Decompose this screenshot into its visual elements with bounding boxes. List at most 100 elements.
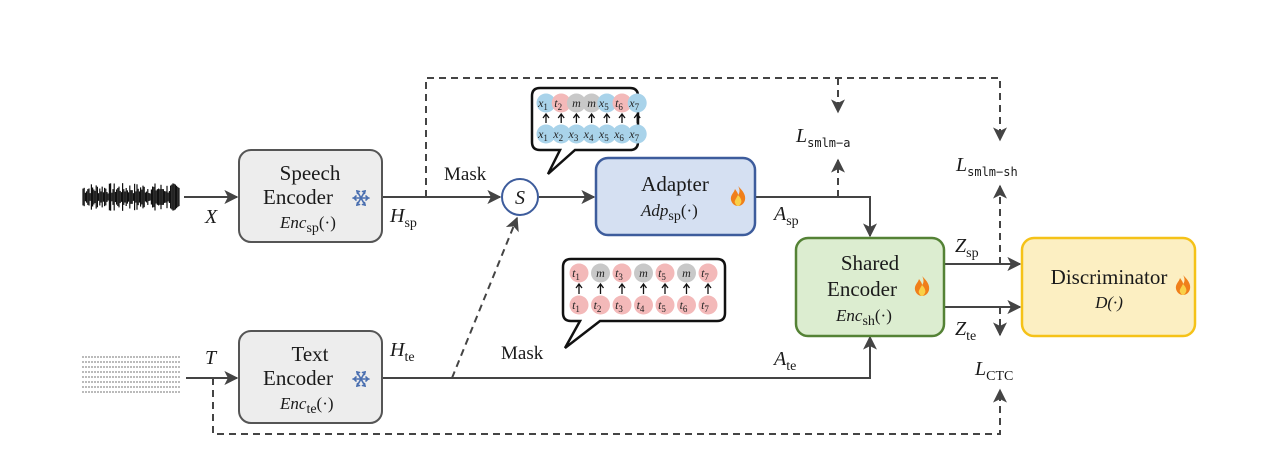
svg-text:m: m (639, 266, 648, 280)
shared-encoder-box: Shared Encoder Encsh(·) (794, 236, 946, 338)
token-arrow (682, 282, 691, 294)
connections (184, 190, 1022, 385)
text_bubble-top-token: t1 (569, 263, 589, 283)
svg-text:m: m (682, 266, 691, 280)
svg-text:x1: x1 (537, 96, 548, 112)
text_bubble-top-token: t3 (612, 263, 632, 283)
switch-node: S (501, 178, 539, 216)
label-asp: Asp (772, 203, 799, 229)
svg-text:t3: t3 (615, 266, 623, 282)
svg-text:t4: t4 (637, 298, 645, 314)
label-zsp: Zsp (955, 235, 979, 261)
label-lctc: LCTC (974, 358, 1013, 384)
speech-encoder-line2: Encoder (263, 185, 333, 209)
text_bubble-bottom-token: t7 (698, 295, 718, 315)
token-arrow (557, 112, 565, 123)
speech_bubble-bottom-token: x1 (536, 124, 556, 144)
document-icon (82, 356, 180, 393)
svg-text:t2: t2 (554, 96, 562, 112)
speech_bubble-top-token: m (566, 93, 586, 113)
speech_bubble-top-token: x1 (536, 93, 556, 113)
label-lsmlm-a: Lsmlm−a (795, 125, 850, 150)
mask-bottom-label: Mask (501, 343, 544, 364)
hte-to-s-dashed (451, 216, 519, 379)
svg-text:t1: t1 (572, 266, 580, 282)
speech_bubble-bottom-token: x2 (551, 124, 571, 144)
svg-text:t7: t7 (701, 266, 709, 282)
svg-text:m: m (587, 96, 596, 110)
text-encoder-func: Encte(·) (279, 394, 334, 417)
text_bubble-top-token: m (634, 263, 653, 283)
adapter-box: Adapter Adpsp(·) (594, 156, 757, 237)
speech_bubble-bottom-token: x3 (566, 124, 586, 144)
shared-encoder-line1: Shared (841, 251, 900, 275)
svg-text:x6: x6 (613, 127, 624, 143)
text_bubble-bottom-token: t4 (634, 295, 653, 315)
text_bubble-top-token: m (591, 263, 610, 283)
speech_bubble-top-token: x5 (597, 93, 617, 113)
svg-text:t5: t5 (658, 266, 666, 282)
bottom-dashed-loop (212, 378, 1007, 435)
token-arrow (661, 282, 669, 294)
label-zte: Zte (955, 318, 976, 344)
svg-text:x7: x7 (628, 96, 639, 112)
text_bubble-top-token: t5 (655, 263, 675, 283)
speech_bubble-bottom-token: x7 (627, 124, 647, 144)
label-x: X (204, 206, 218, 228)
speech_bubble-bottom-token: x6 (612, 124, 632, 144)
token-arrow (542, 112, 550, 123)
discriminator-box: Discriminator D(·) (1020, 236, 1197, 338)
dashed-connections (212, 77, 1007, 435)
svg-text:x2: x2 (552, 127, 563, 143)
label-lsmlm-sh: Lsmlm−sh (955, 154, 1018, 179)
discriminator-title: Discriminator (1051, 265, 1168, 289)
svg-text:t7: t7 (701, 298, 709, 314)
token-arrow (596, 282, 605, 294)
svg-text:x7: x7 (628, 127, 639, 143)
speech_bubble-top-token: m (582, 93, 602, 113)
svg-text:m: m (572, 96, 581, 110)
text_bubble-top-token: t7 (698, 263, 718, 283)
svg-text:t3: t3 (615, 298, 623, 314)
text-encoder-line1: Text (291, 342, 328, 366)
speech-encoder-box: Speech Encoder Encsp(·) (238, 149, 383, 243)
svg-text:x4: x4 (583, 127, 594, 143)
switch-label: S (515, 187, 525, 209)
token-arrow (633, 112, 641, 123)
mask-top-label: Mask (444, 164, 487, 185)
token-arrow (603, 112, 611, 123)
svg-text:t2: t2 (594, 298, 602, 314)
shared-encoder-func: Encsh(·) (835, 306, 892, 329)
text_bubble-bottom-token: t2 (591, 295, 610, 315)
asp-arrow (755, 196, 877, 238)
text_bubble-bottom-token: t6 (677, 295, 696, 315)
text_bubble-bottom-token: t3 (612, 295, 632, 315)
svg-text:t1: t1 (572, 298, 580, 314)
svg-text:m: m (596, 266, 605, 280)
text_bubble-top-token: m (677, 263, 696, 283)
discriminator-func: D(·) (1094, 293, 1123, 312)
waveform-icon (82, 183, 180, 211)
speech_bubble-bottom-token: x5 (597, 124, 617, 144)
svg-text:x5: x5 (598, 127, 609, 143)
svg-text:t5: t5 (658, 298, 666, 314)
speech_bubble-top-token: t6 (612, 93, 632, 113)
token-arrow (618, 112, 626, 123)
label-hsp: Hsp (389, 205, 417, 231)
text-encoder-box: Text Encoder Encte(·) (238, 330, 383, 424)
speech-encoder-line1: Speech (280, 161, 341, 185)
top-dashed-loop (425, 77, 1007, 197)
label-ate: Ate (772, 348, 796, 374)
svg-text:x5: x5 (598, 96, 609, 112)
svg-text:x1: x1 (537, 127, 548, 143)
label-t: T (205, 347, 218, 369)
svg-text:x3: x3 (567, 127, 578, 143)
token-arrow (618, 282, 626, 294)
speech_bubble-top-token: t2 (551, 93, 571, 113)
ate-arrow (383, 335, 877, 379)
label-hte: Hte (389, 339, 415, 365)
token-arrow (639, 282, 648, 294)
svg-text:t6: t6 (615, 96, 623, 112)
